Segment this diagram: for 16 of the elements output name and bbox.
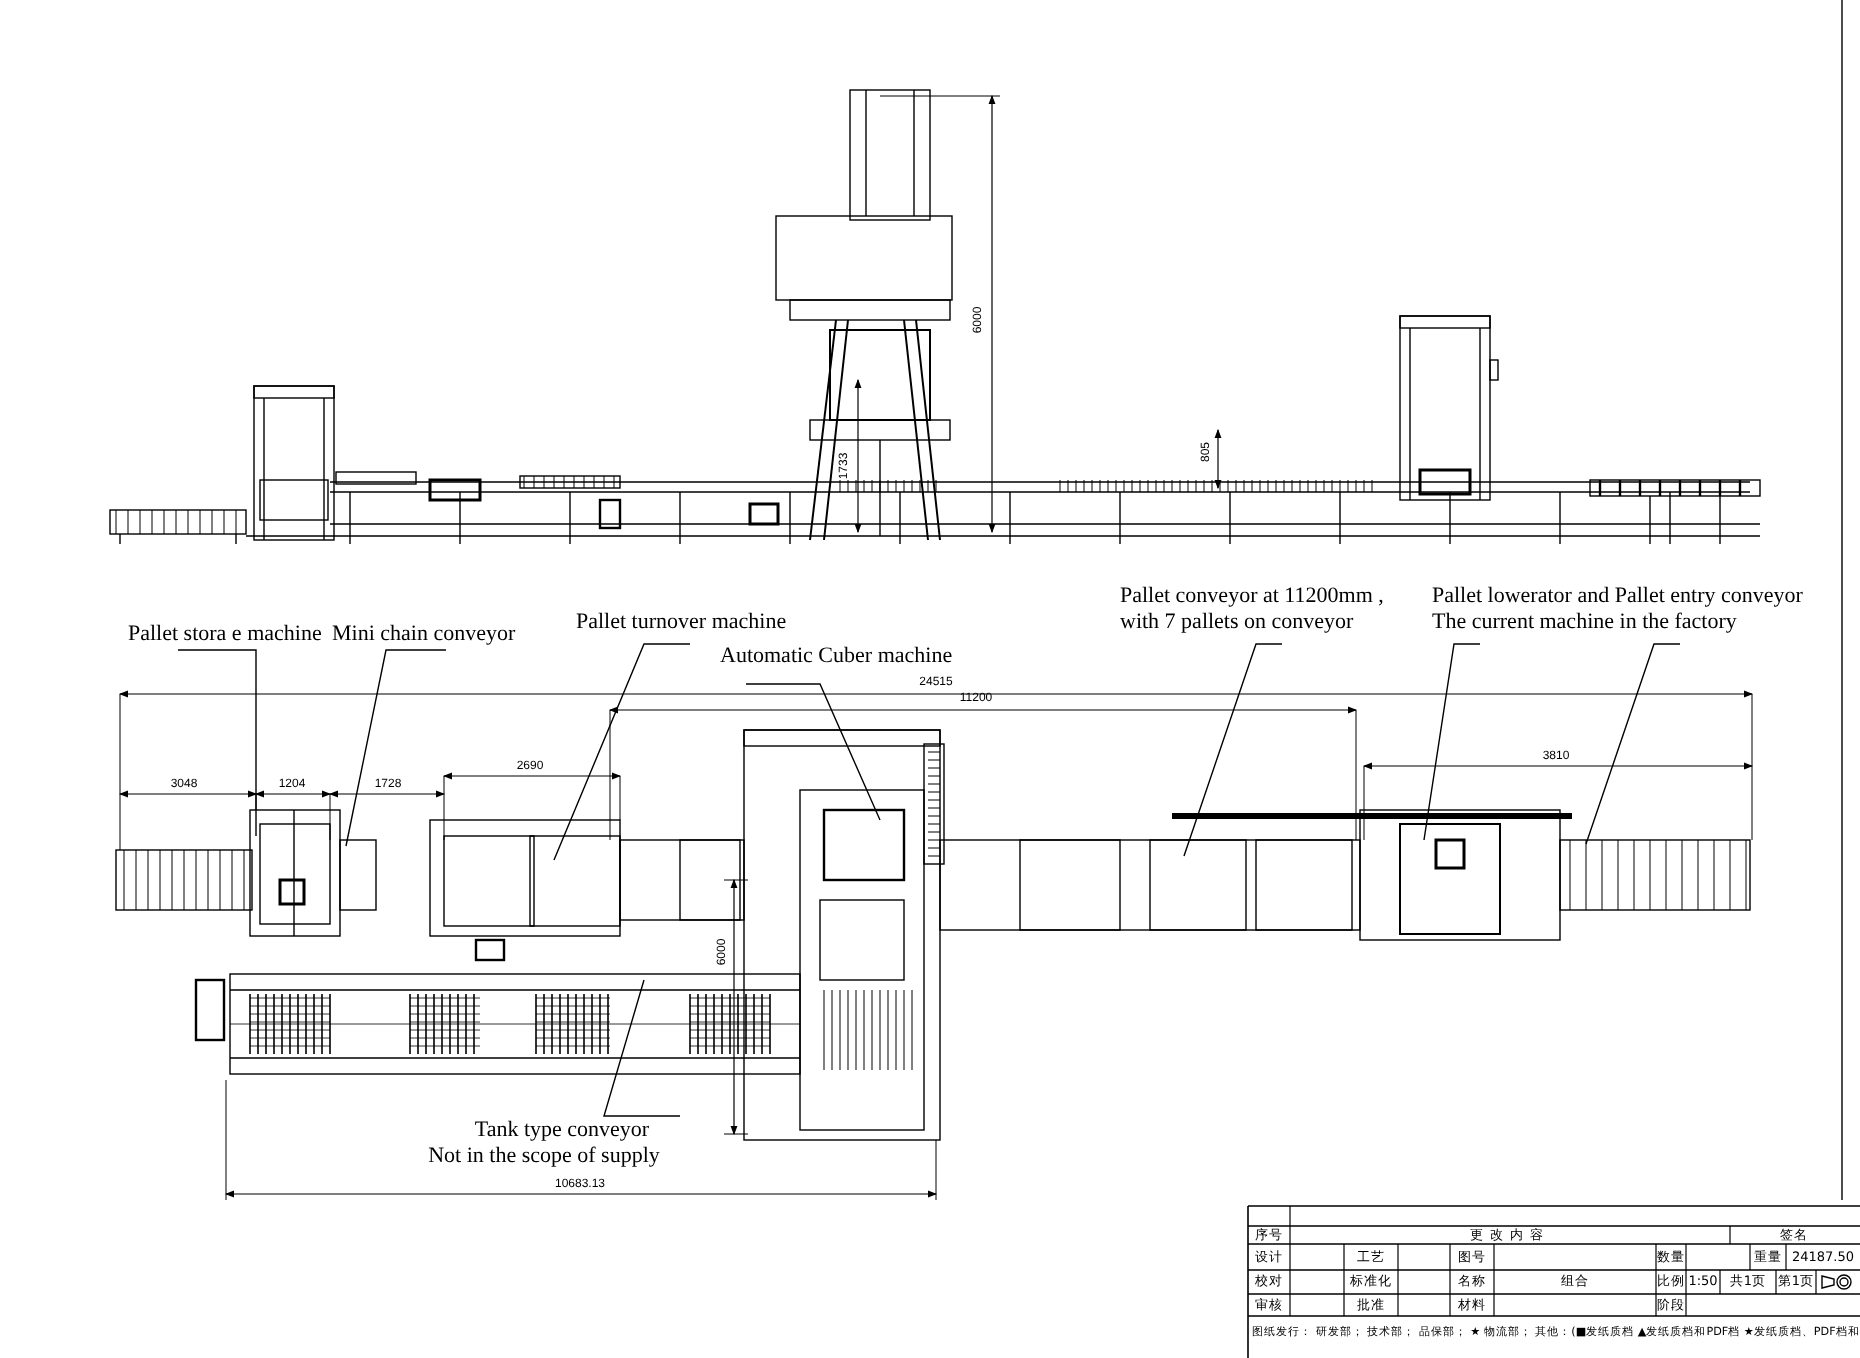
leader-line (603, 979, 681, 1117)
callout-text: Pallet stora e machine (128, 622, 322, 648)
callout-text: The current machine in the factory (1432, 610, 1739, 636)
callout-text: Pallet conveyor at 11200mm , with 7 pallets on conveyor (1120, 584, 1386, 636)
leader-line (1423, 643, 1481, 841)
callout-text: Tank type conveyor Not in the scope of supply (426, 1118, 662, 1170)
leader-line (177, 649, 257, 837)
callout-text: Mini chain conveyor (332, 622, 516, 648)
leader-line (553, 643, 691, 861)
leader-line (1585, 643, 1681, 845)
callout-text: Pallet turnover machine (576, 610, 787, 636)
leader-line (745, 683, 881, 821)
callout-text: Pallet lowerator and Pallet entry conveyor (1432, 584, 1803, 610)
leader-line (345, 649, 447, 847)
callout-text: Automatic Cuber machine (720, 644, 953, 670)
leader-line (1183, 643, 1283, 857)
